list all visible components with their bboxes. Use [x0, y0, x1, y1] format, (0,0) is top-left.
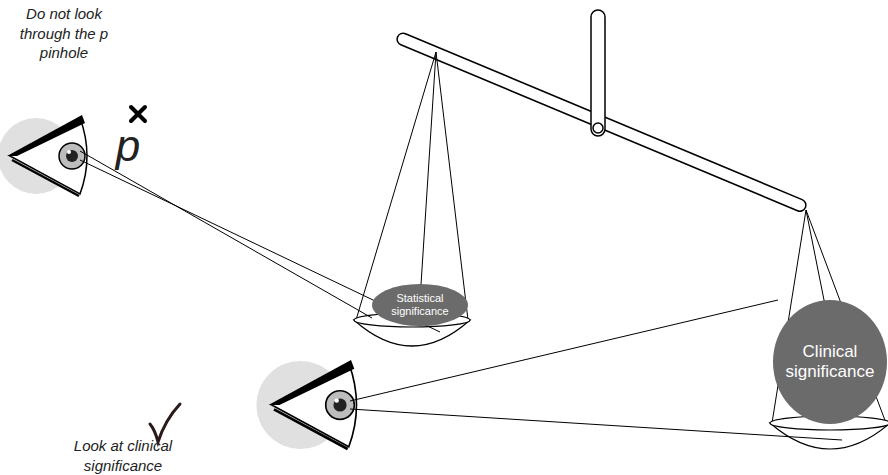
caption-note: Do not look through the p pinhole	[8, 4, 120, 63]
oval-fill	[773, 300, 887, 424]
pupil	[333, 398, 346, 411]
right-pan-strings	[772, 210, 886, 423]
significance-oval: Clinical significance	[773, 300, 887, 424]
eyeball	[272, 363, 357, 447]
pan-string	[436, 52, 468, 320]
sight-line	[80, 151, 372, 318]
pan-string	[420, 52, 436, 300]
cross-stroke	[131, 107, 145, 121]
pupil	[66, 150, 78, 162]
eye-symbol	[256, 360, 356, 449]
eye-highlight	[335, 398, 339, 402]
pan-string	[356, 52, 436, 320]
oval-text: Clinical significance	[777, 342, 883, 381]
left-pan-strings	[356, 52, 468, 320]
caption-note: Look at clinical significance	[38, 436, 208, 475]
eyeball	[10, 118, 87, 194]
caption-note: p	[108, 124, 148, 168]
cross-mark	[131, 107, 145, 121]
cross-stroke	[131, 107, 145, 121]
eye-symbol	[0, 115, 87, 196]
balance-post	[591, 10, 605, 136]
iris	[326, 391, 355, 420]
eye-highlight	[67, 150, 71, 154]
pivot-pin	[593, 123, 603, 133]
oval-text: Statistical significance	[376, 292, 464, 317]
significance-oval: Statistical significance	[372, 284, 468, 326]
sight-line	[350, 409, 842, 440]
iris	[59, 143, 85, 169]
check-mark	[150, 404, 180, 442]
sight-lines	[80, 151, 842, 440]
oval-fill	[372, 284, 468, 326]
